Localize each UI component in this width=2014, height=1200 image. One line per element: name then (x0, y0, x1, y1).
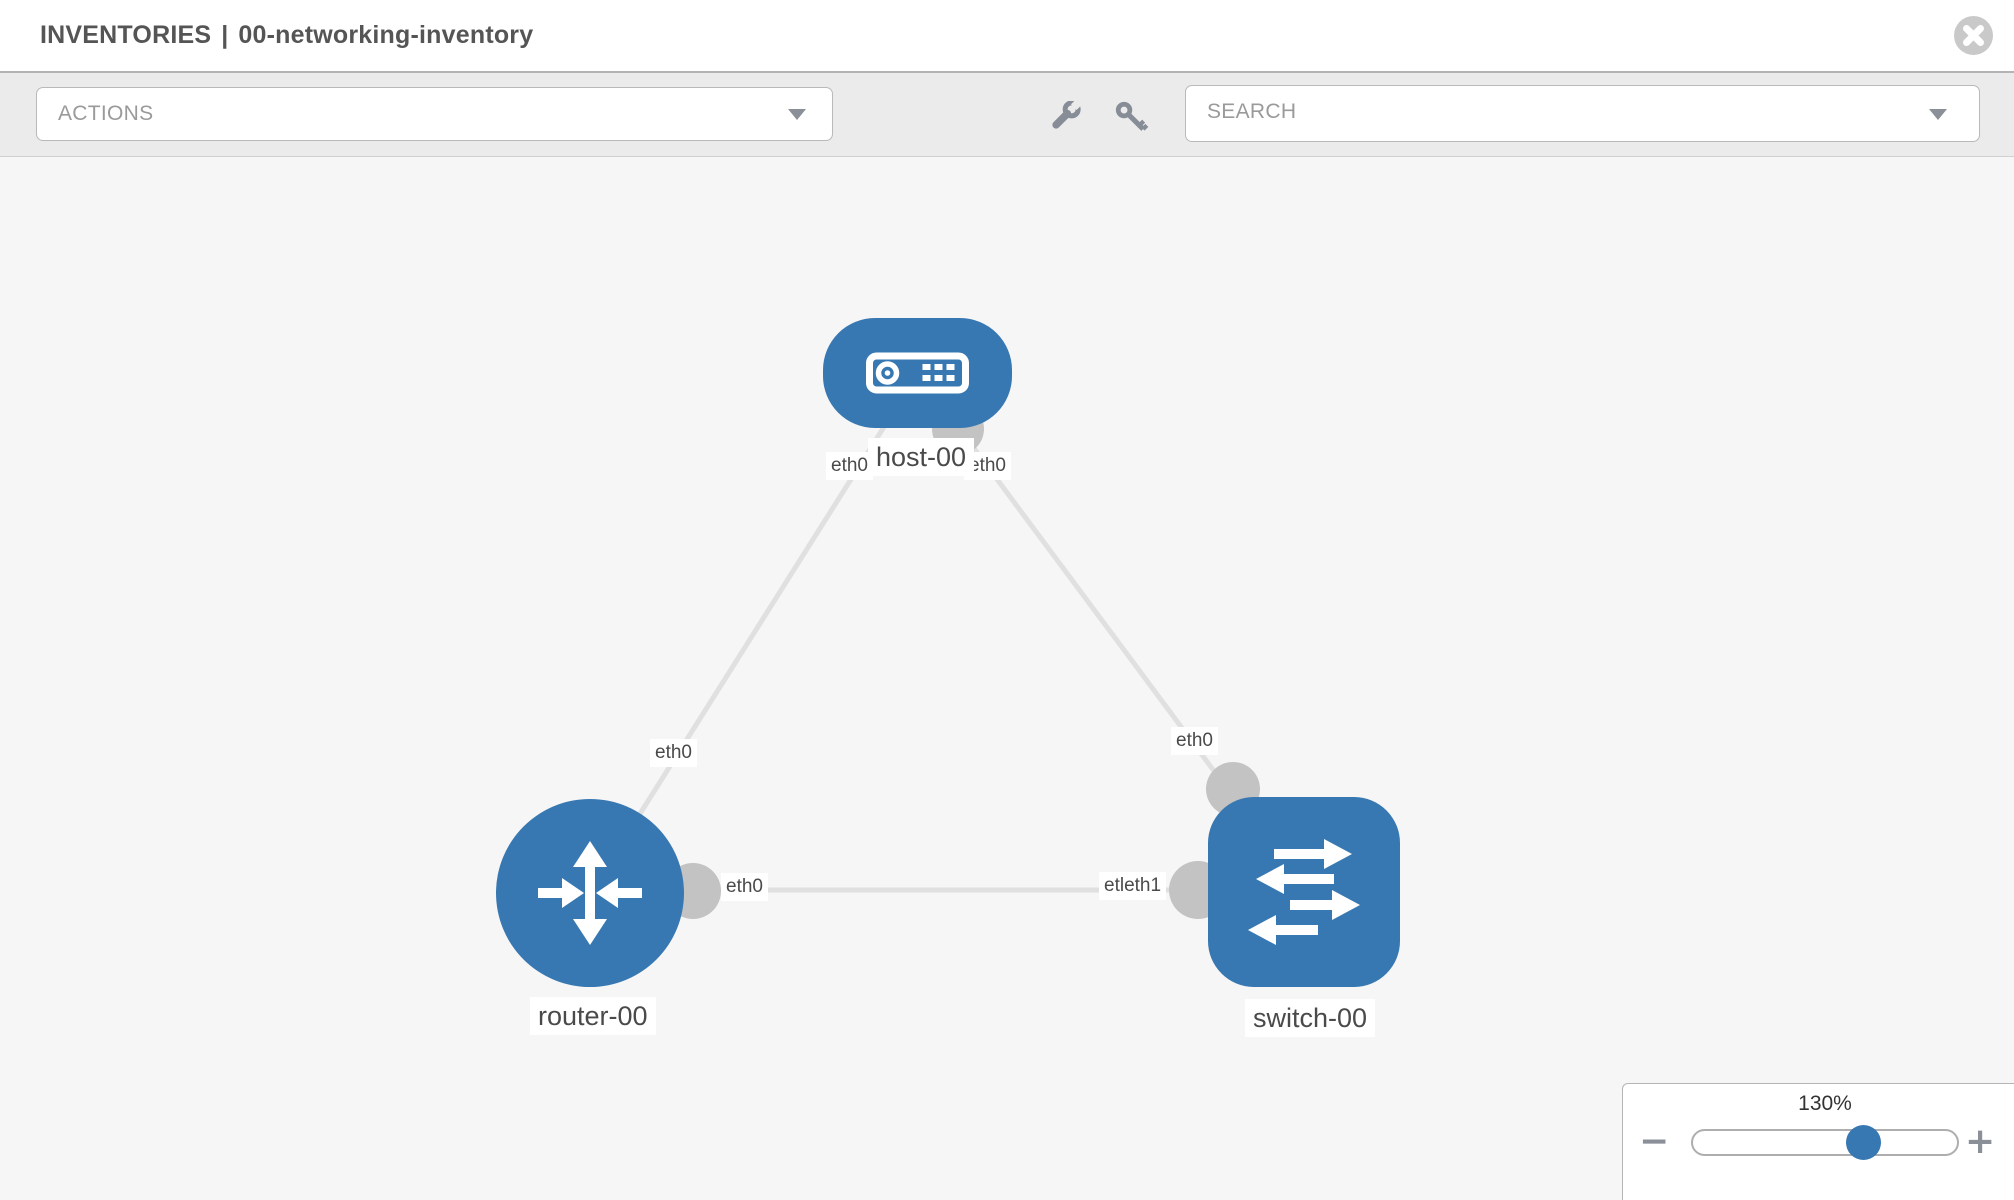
interface-label: eth0 (650, 739, 697, 767)
actions-select[interactable]: ACTIONS (36, 87, 833, 141)
node-switch-00[interactable] (1208, 797, 1400, 987)
node-label-router: router-00 (530, 997, 656, 1035)
node-host-00[interactable] (823, 318, 1012, 428)
interface-label: eth0 (721, 873, 768, 901)
switch-icon (1248, 839, 1360, 945)
close-button[interactable] (1953, 15, 1994, 56)
chevron-down-icon (788, 109, 806, 120)
interface-label: eth0 (826, 452, 873, 480)
header: INVENTORIES | 00-networking-inventory (0, 0, 2014, 71)
host-icon (866, 352, 969, 394)
key-icon (1115, 101, 1149, 131)
node-label-switch: switch-00 (1245, 999, 1376, 1037)
inventory-name: 00-networking-inventory (238, 21, 534, 49)
search-select-label: SEARCH (1207, 100, 1297, 123)
close-icon (1954, 16, 1993, 55)
zoom-out-button[interactable]: − (1639, 1121, 1670, 1162)
node-label-host: host-00 (868, 438, 975, 476)
actions-select-label: ACTIONS (58, 102, 154, 125)
configure-button[interactable] (1046, 98, 1086, 139)
search-select[interactable]: SEARCH (1185, 85, 1980, 142)
zoom-slider-thumb[interactable] (1846, 1125, 1881, 1160)
wrench-icon (1052, 98, 1083, 129)
breadcrumb-section: INVENTORIES (40, 21, 212, 49)
zoom-in-button[interactable]: + (1965, 1121, 1996, 1162)
chevron-down-icon (1929, 108, 1947, 120)
title-divider: | (221, 21, 229, 49)
page-title: INVENTORIES | 00-networking-inventory (40, 0, 533, 71)
zoom-slider-track[interactable] (1691, 1129, 1959, 1156)
credentials-button[interactable] (1112, 99, 1152, 139)
interface-label: etleth1 (1099, 872, 1167, 900)
zoom-panel: 130% − + (1622, 1083, 2014, 1200)
router-icon (538, 841, 642, 945)
zoom-level-value: 130% (1798, 1092, 1852, 1115)
node-router-00[interactable] (496, 799, 684, 987)
toolbar: ACTIONS SEARCH (0, 71, 2014, 157)
interface-label: eth0 (1171, 727, 1218, 755)
